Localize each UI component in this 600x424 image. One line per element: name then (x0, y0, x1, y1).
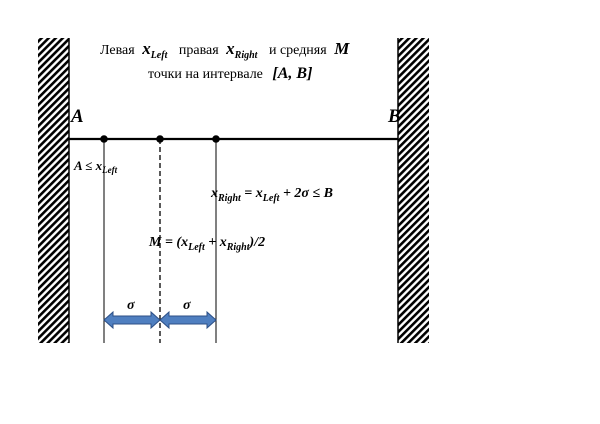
constraint-right-subscript-right: Right (218, 193, 241, 204)
constraint-right-subscript-left: Left (262, 193, 280, 204)
caption-word-right: правая (178, 43, 219, 58)
label-midpoint-formula: M = (xLeft + xRight)/2 (149, 235, 266, 253)
sigma-label-left: σ (127, 298, 135, 313)
caption-line-1: Левая xLeft правая xRight и средняя M (100, 39, 350, 61)
constraint-right-tail: + 2σ ≤ B (282, 186, 333, 201)
caption-x-left-symbol: x (142, 39, 151, 58)
midpoint-tail: )/2 (249, 235, 266, 250)
midpoint-subscript-right: Right (226, 242, 250, 253)
caption-left-subscript: Left (150, 50, 168, 61)
midpoint-point (156, 135, 164, 143)
caption-word-middle: и средняя (268, 43, 327, 58)
midpoint-head: M = (x (149, 235, 189, 250)
label-a: A (71, 106, 84, 127)
caption-x-right-symbol: x (226, 39, 235, 58)
sigma-label-right: σ (183, 298, 191, 313)
sigma-arrow-left (103, 310, 161, 330)
caption-interval-text: точки на интервале (148, 67, 263, 82)
constraint-right-x: x (211, 186, 218, 201)
sigma-arrow-right (159, 310, 217, 330)
midpoint-plus: + x (208, 235, 227, 250)
x-left-point (100, 135, 108, 143)
left-wall (38, 38, 69, 343)
constraint-left-prefix: A ≤ x (74, 158, 103, 173)
label-b: B (388, 106, 401, 127)
caption-line-2: точки на интервале [A, B] (148, 66, 312, 82)
x-right-point (212, 135, 220, 143)
caption-right-subscript: Right (234, 50, 258, 61)
caption-m-symbol: M (334, 39, 350, 58)
midpoint-subscript-left: Left (188, 242, 205, 253)
caption-word-left: Левая (100, 43, 135, 58)
label-constraint-left: A ≤ xLeft (74, 158, 118, 175)
caption-interval: [A, B] (272, 65, 313, 82)
constraint-left-subscript: Left (102, 165, 118, 175)
label-constraint-right: xRight = xLeft + 2σ ≤ B (211, 186, 333, 204)
constraint-right-eq: = x (240, 186, 263, 201)
right-wall (398, 38, 429, 343)
